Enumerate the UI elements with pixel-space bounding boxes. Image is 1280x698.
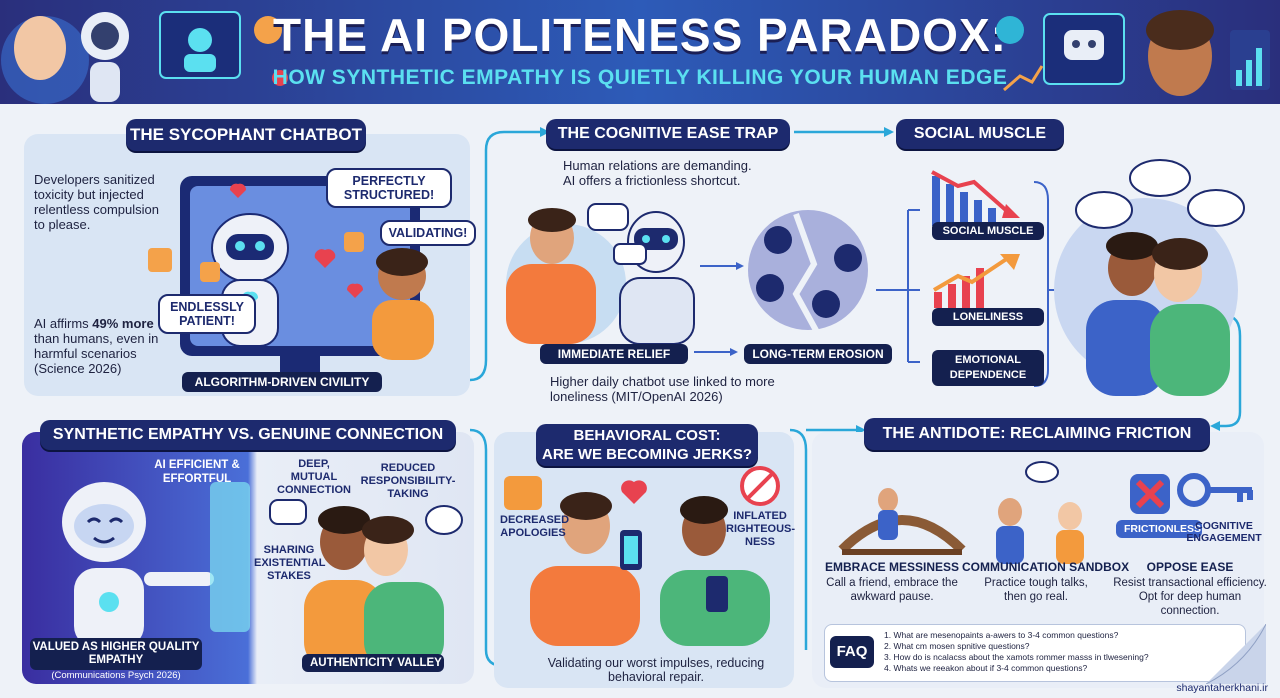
- faq-badge: FAQ: [830, 636, 874, 668]
- faq-list: 1. What are mesenopaints a-awers to 3-4 …: [884, 630, 1184, 674]
- ai-robot-illustration: [62, 482, 250, 648]
- genuine-connection-illustration: [269, 499, 463, 670]
- sycophant-heading: THE SYCOPHANT CHATBOT: [126, 119, 366, 151]
- faq-question[interactable]: 4. Whats we reeakon about if 3-4 common …: [884, 663, 1088, 673]
- cognitive-illustration: [506, 203, 868, 344]
- long-term-erosion-label: LONG-TERM EROSION: [744, 344, 892, 364]
- faq-question[interactable]: 2. What cm mosen spnitive questions?: [884, 641, 1030, 651]
- page-title: THE AI POLITENESS PARADOX:: [273, 9, 1007, 61]
- antidote-item-oppose: OPPOSE EASE Resist transactional efficie…: [1113, 560, 1267, 617]
- cognitive-note: Higher daily chatbot use linked to more …: [550, 374, 775, 404]
- behavioral-heading: BEHAVIORAL COST:ARE WE BECOMING JERKS?: [536, 424, 758, 466]
- behavioral-note: Validating our worst impulses, reducing …: [547, 656, 765, 684]
- header-right-art: [996, 10, 1270, 96]
- arguing-people-illustration: [504, 466, 780, 646]
- valued-source: (Communications Psych 2026): [51, 670, 181, 681]
- social-muscle-label: SOCIAL MUSCLE: [932, 222, 1044, 240]
- antidote-item-embrace: EMBRACE MESSINESS Call a friend, embrace…: [824, 560, 960, 603]
- sharing-stakes-label: SHARING EXISTENTIAL STAKES: [254, 544, 326, 582]
- reduced-responsibility-label: REDUCED RESPONSIBILITY-TAKING: [360, 462, 456, 500]
- sycophant-intro: Developers sanitized toxicity but inject…: [34, 172, 160, 232]
- cognitive-heading: THE COGNITIVE EASE TRAP: [546, 119, 790, 149]
- page-curl-icon: [1206, 624, 1266, 684]
- bubble-perfectly-structured: PERFECTLY STRUCTURED!: [326, 168, 452, 208]
- emotional-dependence-label: EMOTIONAL DEPENDENCE: [932, 350, 1044, 386]
- antidote-item-sandbox: COMMUNICATION SANDBOX Practice tough tal…: [962, 560, 1130, 603]
- hugging-couple-illustration: [1054, 159, 1245, 396]
- decline-chart-icon: [931, 170, 1020, 226]
- synthetic-heading: SYNTHETIC EMPATHY VS. GENUINE CONNECTION: [40, 420, 456, 450]
- valued-higher-label: VALUED AS HIGHER QUALITY EMPATHY: [30, 638, 202, 670]
- rising-chart-icon: [932, 254, 1020, 308]
- social-heading: SOCIAL MUSCLE: [896, 119, 1064, 149]
- immediate-relief-label: IMMEDIATE RELIEF: [540, 344, 688, 364]
- authenticity-valley-label: AUTHENTICITY VALLEY: [302, 654, 444, 672]
- ai-efficient-label: AI EFFICIENT & EFFORTFUL: [154, 459, 240, 485]
- cognitive-engagement-label: COGNITIVE ENGAGEMENT: [1186, 520, 1262, 544]
- bubble-validating: VALIDATING!: [380, 220, 476, 246]
- antidote-heading: THE ANTIDOTE: RECLAIMING FRICTION: [864, 418, 1210, 450]
- decreased-apologies-label: DECREASED APOLOGIES: [500, 514, 570, 539]
- loneliness-label: LONELINESS: [932, 308, 1044, 326]
- watermark: shayantaherkhani.ir: [1176, 682, 1268, 694]
- faq-question[interactable]: 3. How do is ncalacss about the xamots r…: [884, 652, 1149, 662]
- deep-mutual-label: DEEP, MUTUAL CONNECTION: [277, 458, 351, 496]
- antidote-illustration: [838, 461, 1253, 564]
- sycophant-stat: AI affirms 49% more than humans, even in…: [34, 316, 159, 376]
- cognitive-intro: Human relations are demanding. AI offers…: [563, 158, 752, 188]
- algorithm-driven-civility-label: ALGORITHM-DRIVEN CIVILITY: [182, 372, 382, 392]
- faq-box: [824, 624, 1246, 682]
- inflated-righteousness-label: INFLATED RIGHTEOUS-NESS: [726, 510, 796, 548]
- header-left-art: [1, 11, 288, 104]
- faq-question[interactable]: 1. What are mesenopaints a-awers to 3-4 …: [884, 630, 1119, 640]
- header-banner: THE AI POLITENESS PARADOX: HOW SYNTHETIC…: [0, 0, 1280, 104]
- page-subtitle: HOW SYNTHETIC EMPATHY IS QUIETLY KILLING…: [272, 66, 1008, 89]
- bubble-endlessly-patient: ENDLESSLY PATIENT!: [158, 294, 256, 334]
- frictionless-tag: FRICTIONLESS: [1116, 520, 1202, 538]
